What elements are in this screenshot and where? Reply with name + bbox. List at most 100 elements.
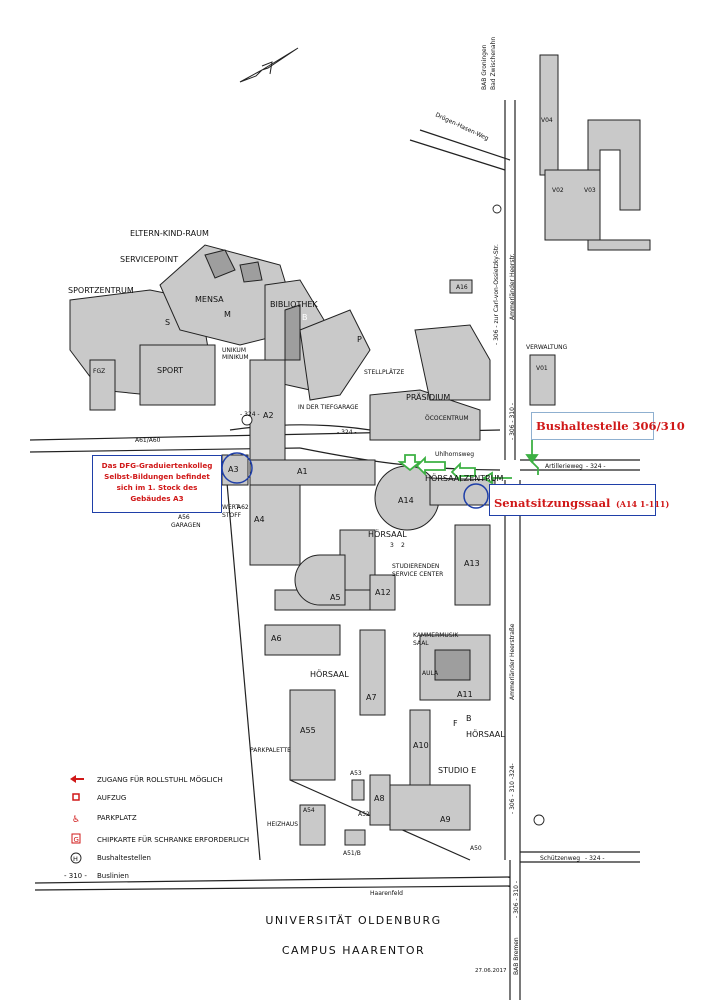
legend-icons: ♿ G H xyxy=(70,775,84,864)
wheelchair-arrow-icon xyxy=(70,775,84,783)
road-artillerieweg: Artillerieweg xyxy=(545,463,583,470)
legend-bus-lines-code: - 310 - xyxy=(64,872,87,880)
road-haarenfeld: Haarenfeld xyxy=(370,890,403,897)
marker-f: F xyxy=(453,719,458,728)
route-arrows xyxy=(397,440,539,485)
bus-stop-callout: Bushaltestelle 306/310 xyxy=(531,412,685,440)
bus-stop-legend-icon: H xyxy=(70,852,82,864)
label-hoersaalzentrum: HÖRSAALZENTRUM xyxy=(425,473,504,483)
svg-text:H: H xyxy=(73,855,78,863)
label-hoersaal-3: HÖRSAAL xyxy=(466,729,505,739)
building-a8: A8 xyxy=(374,794,385,803)
building-a7: A7 xyxy=(366,693,377,702)
map-date: 27.06.2017 xyxy=(475,968,507,974)
building-a14: A14 xyxy=(398,496,414,505)
road-bab-groningen: BAB Groningen xyxy=(481,44,488,90)
label-aula: AULA xyxy=(422,670,439,677)
label-studienservice-1: STUDIERENDEN xyxy=(392,563,439,570)
label-fgz: FGZ xyxy=(93,368,105,375)
label-hoersaal-1: HÖRSAAL xyxy=(368,529,407,539)
label-tiefgarage: IN DER TIEFGARAGE xyxy=(298,404,359,411)
road-324-mid: - 324 - xyxy=(337,429,357,436)
building-a5: A5 xyxy=(330,593,341,602)
legend-elevator: AUFZUG xyxy=(97,794,126,802)
south-buildings xyxy=(264,624,491,846)
building-a52: A52 xyxy=(358,811,370,818)
label-m: M xyxy=(224,310,231,319)
label-unikum: UNIKUM xyxy=(222,347,246,354)
parking-icon: ♿ xyxy=(72,815,80,825)
building-a12: A12 xyxy=(375,588,391,597)
senate-hall-text: Senatsitzungssaal xyxy=(494,496,611,510)
building-a16: A16 xyxy=(456,284,468,291)
label-stellplaetze: STELLPLÄTZE xyxy=(364,369,404,376)
building-v04: V04 xyxy=(541,117,553,124)
road-artillerie-num: - 324 - xyxy=(586,463,606,470)
legend-wheelchair: ZUGANG FÜR ROLLSTUHL MÖGLICH xyxy=(97,775,223,784)
road-a61: A61/A60 xyxy=(135,437,161,444)
label-b: B xyxy=(302,313,308,322)
label-heizhaus: HEIZHAUS xyxy=(267,821,298,828)
building-a62: A62 xyxy=(237,504,249,511)
road-324-left: - 324 - xyxy=(240,411,260,418)
building-a10: A10 xyxy=(413,741,429,750)
label-verwaltung: VERWALTUNG xyxy=(526,344,568,351)
hoersaalzentrum xyxy=(274,465,496,611)
marker-b: B xyxy=(466,714,472,723)
building-a2: A2 xyxy=(263,411,274,420)
building-a13: A13 xyxy=(464,559,480,568)
campus-title: CAMPUS HAARENTOR xyxy=(281,944,426,957)
building-a54: A54 xyxy=(303,807,315,814)
label-sport: SPORT xyxy=(157,366,183,375)
highlight-circles xyxy=(221,452,489,509)
road-306-310-a: - 306 - 310 - xyxy=(509,403,516,440)
label-studio: STUDIO E xyxy=(438,766,476,775)
label-garagen-1: A56 xyxy=(178,514,190,521)
legend-bus-lines: Buslinien xyxy=(97,872,129,880)
label-eltern: ELTERN-KIND-RAUM xyxy=(130,229,209,238)
label-garagen-2: GARAGEN xyxy=(171,522,201,529)
verwaltung-buildings xyxy=(529,54,651,406)
building-v01: V01 xyxy=(536,365,548,372)
road-ammerlaender-top: Ammerländer Heerstr. xyxy=(509,253,516,320)
label-mensa: MENSA xyxy=(195,295,224,304)
marker-entrance-3: 3 xyxy=(390,542,394,549)
note-text: Das DFG-Graduiertenkolleg Selbst-Bildung… xyxy=(101,461,213,503)
label-parkpalette: PARKPALETTE xyxy=(250,747,291,754)
building-a1: A1 xyxy=(297,467,308,476)
road-schuetzenweg: Schützenweg xyxy=(540,855,580,862)
label-kammermusik-1: KAMMERMUSIK xyxy=(413,632,459,639)
west-buildings xyxy=(69,244,371,411)
label-studienservice-2: SERVICE CENTER xyxy=(392,571,443,578)
label-praesidium: PRÄSIDIUM xyxy=(406,392,450,402)
building-a50: A50 xyxy=(470,845,482,852)
chipcard-icon: G xyxy=(71,833,81,844)
road-schuetzen-num: - 324 - xyxy=(585,855,605,862)
north-arrow-icon xyxy=(239,47,299,83)
road-bad-zwischenahn: Bad Zwischenahn xyxy=(490,37,497,90)
a-cluster xyxy=(221,279,491,566)
building-a4: A4 xyxy=(254,515,265,524)
label-bibliothek: BIBLIOTHEK xyxy=(270,300,318,309)
building-a9: A9 xyxy=(440,815,451,824)
road-bab-bremen: BAB Bremen xyxy=(513,937,520,975)
label-servicepoint: SERVICEPOINT xyxy=(120,255,178,264)
elevator-icon xyxy=(72,793,80,801)
senate-hall-room: (A14 1-111) xyxy=(616,499,670,509)
legend-parking: PARKPLATZ xyxy=(97,814,137,822)
road-ammerlaender-vert: Ammerländer Heerstraße xyxy=(509,623,516,700)
label-minikum: MINIKUM xyxy=(222,354,249,361)
building-v02: V02 xyxy=(552,187,564,194)
label-s: S xyxy=(165,318,170,327)
label-oecocentrum: ÖCOCENTRUM xyxy=(425,415,469,422)
building-a53: A53 xyxy=(350,770,362,777)
graduiertenkolleg-note: Das DFG-Graduiertenkolleg Selbst-Bildung… xyxy=(92,455,222,513)
road-uhlhornsweg: Uhlhornsweg xyxy=(435,451,474,458)
building-a11: A11 xyxy=(457,690,473,699)
label-p: P xyxy=(357,335,362,344)
building-a3: A3 xyxy=(228,465,239,474)
building-v03: V03 xyxy=(584,187,596,194)
road-ossietzky: - 306 - zur Carl-von-Ossietzky-Str. xyxy=(493,244,500,345)
building-a51: A51/B xyxy=(343,850,361,857)
